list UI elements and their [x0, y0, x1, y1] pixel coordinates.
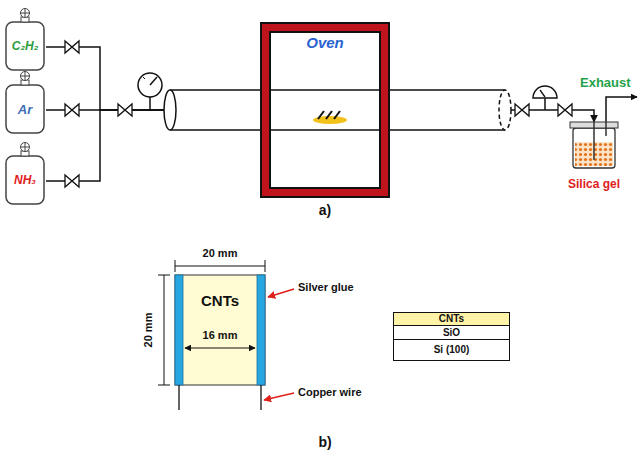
sample-mark [326, 111, 332, 119]
tube-end [164, 90, 176, 130]
valve-symbol [65, 175, 79, 187]
panel-label: a) [319, 202, 331, 218]
valve-symbol [515, 104, 529, 116]
cnt-film [175, 275, 265, 385]
gauge-needle [150, 77, 157, 85]
vacuum-gauge [533, 86, 557, 98]
silica-gel-trap: Silica gel [563, 122, 625, 192]
copper-wire [260, 385, 261, 410]
valve-symbol [65, 104, 79, 116]
silver-glue-strip [175, 275, 183, 385]
node-text: Si (100) [434, 344, 470, 356]
wheel-spoke [25, 143, 26, 152]
pressure-gauge [138, 73, 162, 97]
leader-arrow [268, 289, 294, 297]
callout-label: Copper wire [298, 386, 362, 399]
node-text: CNTs [201, 292, 239, 309]
gauge-stem [149, 97, 151, 110]
cylinder-body [6, 85, 44, 133]
callout-label: Silver glue [298, 281, 354, 294]
node-text: Oven [306, 34, 344, 51]
dimension-tick [175, 260, 176, 272]
dimension-label: 20 mm [203, 247, 238, 260]
cylinder-body [6, 156, 44, 204]
gauge-stem [544, 98, 546, 110]
dimension-label: 16 mm [203, 329, 238, 342]
gas-cylinder: NH₃ [4, 142, 46, 206]
sample-mark [334, 111, 340, 119]
node-text: C₂H₂ [12, 40, 38, 54]
dimension-line [175, 266, 265, 267]
gas-cylinder: C₂H₂ [4, 8, 46, 72]
sample-mark [318, 111, 324, 119]
cylinder-body [6, 22, 44, 70]
node-text: NH₃ [14, 174, 36, 188]
tube-body [170, 90, 505, 130]
inlet-pipe [593, 122, 595, 160]
dimension-line [164, 275, 165, 385]
panel-label: b) [318, 434, 331, 450]
exhaust-label: Exhaust [580, 76, 631, 91]
node-text: Silica gel [568, 178, 620, 192]
valve-symbol [118, 104, 132, 116]
node-text: CNTs [439, 313, 464, 325]
valve-symbol [558, 104, 572, 116]
gas-cylinder: Ar [4, 71, 46, 135]
valve-symbol [65, 41, 79, 53]
oven-box: Oven [262, 24, 388, 196]
substrate-sample [313, 116, 347, 124]
tube-wall [170, 89, 505, 91]
outlet-pipe [605, 122, 607, 136]
silver-glue-strip [257, 275, 265, 385]
leader-arrow [264, 393, 294, 400]
tube-end [499, 90, 511, 130]
exhaust-pipe [606, 97, 637, 122]
copper-wire [178, 385, 179, 410]
layer-band: CNTs [393, 312, 510, 326]
node-text: Ar [18, 103, 32, 118]
layer-band: SiO [393, 325, 510, 340]
dimension-tick [158, 385, 170, 386]
gauge-tick [143, 77, 145, 79]
cylinder-valve-wheel [21, 9, 30, 18]
tube-wall [170, 129, 505, 131]
dimension-tick [265, 260, 266, 272]
wheel-spoke [25, 72, 26, 81]
gauge-needle [540, 90, 545, 97]
wheel-spoke [25, 9, 26, 18]
dimension-line [185, 348, 255, 349]
layer-band: Si (100) [393, 339, 510, 361]
cylinder-valve-wheel [21, 143, 30, 152]
dimension-tick [158, 275, 170, 276]
dimension-label: 20 mm [142, 313, 155, 348]
node-text: SiO [443, 327, 460, 339]
cylinder-valve-wheel [21, 72, 30, 81]
